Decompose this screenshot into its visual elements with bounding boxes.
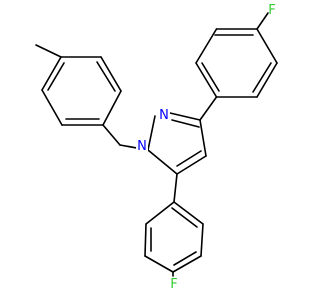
- bond: [195, 28, 218, 64]
- bond: [145, 201, 175, 225]
- bond: [256, 12, 269, 30]
- bond: [144, 223, 147, 257]
- molecule-canvas: N N F F: [35, 3, 278, 292]
- bond: [169, 112, 201, 121]
- bond: [41, 89, 63, 126]
- bond: [147, 149, 178, 175]
- nitrogen-atom-label: N: [137, 139, 147, 154]
- bond: [199, 119, 207, 157]
- nitrogen-atom-label: N: [159, 108, 169, 123]
- label-mask: [136, 138, 148, 152]
- bond: [173, 201, 204, 225]
- bond: [102, 90, 122, 126]
- bond-layer: [35, 12, 278, 277]
- bond: [102, 124, 121, 146]
- bond: [199, 96, 218, 121]
- bond: [171, 207, 198, 228]
- bond: [144, 255, 174, 273]
- bond: [200, 223, 204, 257]
- bond: [35, 44, 62, 58]
- label-mask: [158, 107, 170, 121]
- bond: [252, 62, 272, 93]
- bond: [176, 155, 207, 175]
- bond: [173, 173, 178, 203]
- atom-label-layer: N N F F: [136, 3, 276, 292]
- bond: [100, 56, 122, 92]
- bond: [147, 115, 156, 151]
- bond: [173, 251, 197, 266]
- bond: [47, 62, 65, 91]
- bond: [201, 62, 220, 92]
- bond: [256, 28, 278, 64]
- bond: [176, 150, 202, 167]
- bond: [195, 62, 218, 98]
- structure-diagram: N N F F: [35, 3, 278, 292]
- bond: [172, 255, 202, 273]
- fluorine-atom-label: F: [170, 277, 177, 292]
- bond: [171, 119, 200, 128]
- fluorine-atom-label: F: [268, 3, 275, 18]
- bond: [256, 62, 278, 98]
- bond: [96, 61, 116, 92]
- bond: [41, 56, 62, 91]
